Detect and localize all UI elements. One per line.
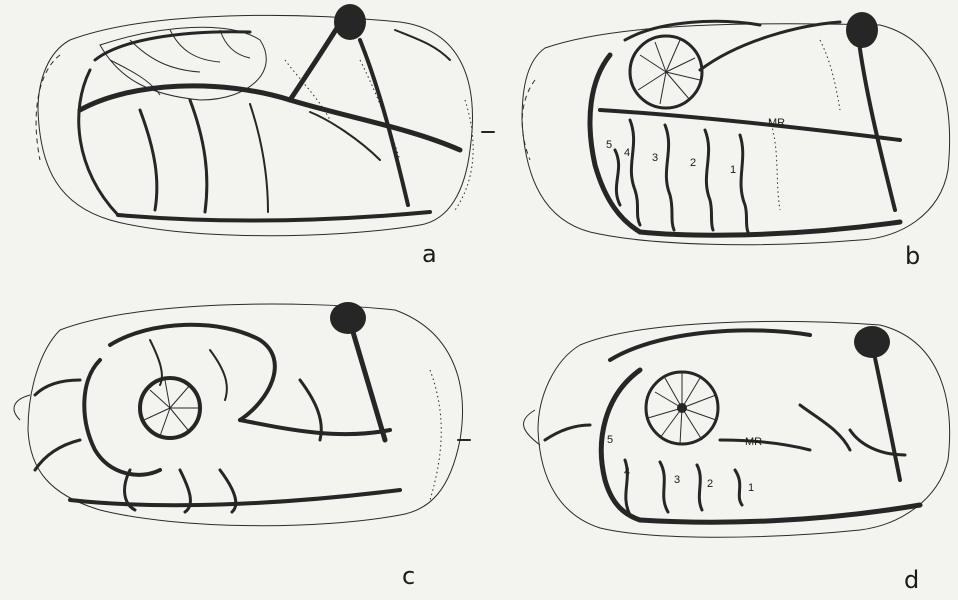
label-mr-b: MR <box>768 117 785 129</box>
label-4-b: 4 <box>624 147 630 159</box>
panel-letter-d: d <box>904 566 919 594</box>
label-3-b: 3 <box>652 152 658 164</box>
panel-letter-b: b <box>905 242 920 270</box>
panel-letter-c: c <box>402 562 415 590</box>
label-2-b: 2 <box>690 157 696 169</box>
label-5-b: 5 <box>606 139 612 151</box>
panel-c: c <box>14 302 470 590</box>
panel-a: a <box>36 4 494 268</box>
label-5-d: 5 <box>607 434 613 446</box>
label-4-d: 4 <box>624 466 630 478</box>
panel-letter-a: a <box>422 240 437 268</box>
label-1-b: 1 <box>730 164 736 176</box>
label-1-d: 1 <box>748 482 754 494</box>
panel-b: MR 5 4 3 2 1 b <box>522 12 950 270</box>
label-mr-d: MR <box>745 436 762 448</box>
label-2-d: 2 <box>707 478 713 490</box>
label-3-d: 3 <box>674 474 680 486</box>
panel-d: MR 5 4 3 2 1 d <box>524 322 950 594</box>
